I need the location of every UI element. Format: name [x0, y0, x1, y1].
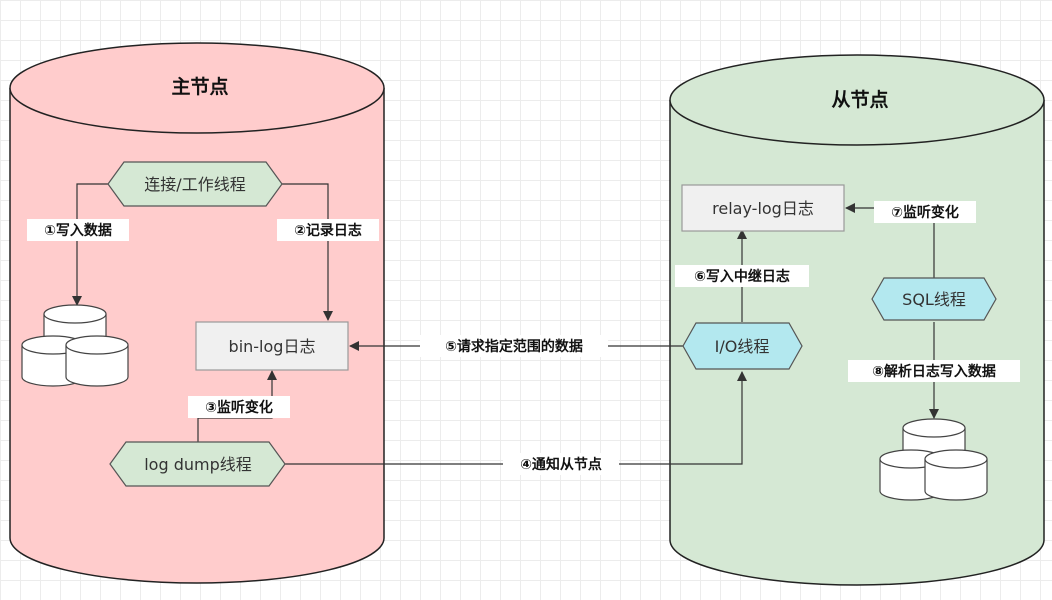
- step2-label-bg: [277, 219, 379, 241]
- relay-log-box: [681, 184, 845, 232]
- step1-label: ①写入数据: [44, 222, 112, 239]
- master-database-icon: [21, 304, 129, 387]
- conn-work-thread: 连接/工作线程: [107, 161, 283, 207]
- binlog-label: bin-log日志: [229, 337, 316, 356]
- step5-label-bg: [420, 335, 608, 357]
- step2-label: ②记录日志: [294, 222, 362, 239]
- io-thread-label: I/O线程: [715, 337, 770, 356]
- step6-label-bg: [675, 265, 809, 287]
- step7-label: ⑦监听变化: [891, 204, 959, 221]
- step4-label-bg: [503, 453, 619, 475]
- io-thread: I/O线程: [682, 322, 803, 370]
- edge-record-log: [282, 183, 333, 321]
- step4-label: ④通知从节点: [520, 456, 602, 473]
- step6-label: ⑥写入中继日志: [694, 268, 790, 285]
- master-title: 主节点: [171, 76, 228, 98]
- binlog-box: [195, 321, 349, 371]
- slave-database-icon: [879, 418, 988, 501]
- step7-label-bg: [874, 201, 976, 223]
- conn-work-thread-label: 连接/工作线程: [144, 175, 245, 194]
- step3-label-bg: [188, 396, 290, 418]
- step3-label: ③监听变化: [205, 399, 273, 416]
- master-cylinder-top: [9, 42, 385, 134]
- sql-thread-label: SQL线程: [902, 290, 966, 309]
- slave-node-cylinder: 从节点: [669, 54, 1045, 586]
- step8-label: ⑧解析日志写入数据: [872, 363, 996, 380]
- step5-label: ⑤请求指定范围的数据: [445, 338, 583, 355]
- slave-cylinder-top: [669, 54, 1045, 146]
- log-dump-thread-label: log dump线程: [144, 455, 252, 474]
- edge-notify-slave: [285, 371, 747, 465]
- slave-title: 从节点: [831, 89, 888, 111]
- edge-write-data: [72, 183, 108, 306]
- step1-label-bg: [27, 219, 129, 241]
- sql-thread: SQL线程: [871, 277, 997, 321]
- log-dump-thread: log dump线程: [109, 441, 286, 487]
- relay-log-label: relay-log日志: [712, 199, 814, 218]
- step8-label-bg: [848, 360, 1020, 382]
